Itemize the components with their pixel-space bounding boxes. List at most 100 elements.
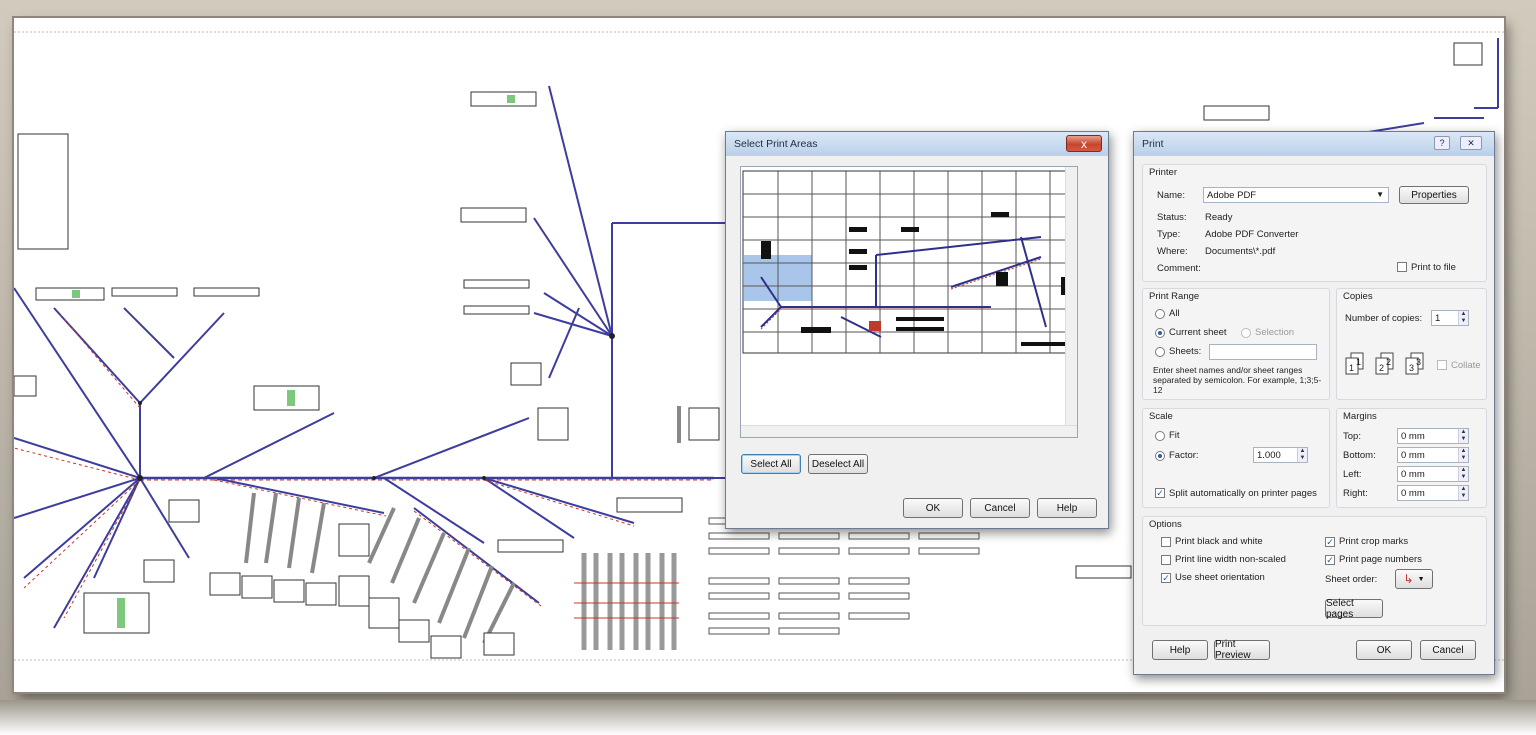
margin-top-input[interactable]: 0 mm ▲▼	[1397, 428, 1469, 444]
connector-bundle	[574, 553, 679, 650]
margin-right-input[interactable]: 0 mm ▲▼	[1397, 485, 1469, 501]
scale-factor-value: 1.000	[1257, 449, 1281, 461]
range-current-sheet-radio[interactable]	[1155, 328, 1165, 338]
black-white-label: Print black and white	[1175, 536, 1263, 547]
print-cancel-button[interactable]: Cancel	[1420, 640, 1476, 660]
range-selection-radio[interactable]	[1241, 328, 1251, 338]
svg-text:2: 2	[1386, 357, 1391, 367]
range-sheets-label: Sheets:	[1169, 346, 1202, 357]
margin-bottom-value: 0 mm	[1401, 449, 1425, 461]
margin-left-spinner[interactable]: ▲▼	[1458, 467, 1468, 481]
print-range-title: Print Range	[1149, 291, 1200, 302]
range-all-label: All	[1169, 308, 1180, 319]
collate-checkbox[interactable]	[1437, 360, 1447, 370]
range-current-sheet-label: Current sheet	[1169, 327, 1227, 338]
range-all-radio[interactable]	[1155, 309, 1165, 319]
scale-fit-label: Fit	[1169, 430, 1180, 441]
sheet-orientation-checkbox[interactable]: ✓	[1161, 573, 1171, 583]
where-label: Where:	[1157, 246, 1188, 257]
print-preview-button[interactable]: Print Preview	[1214, 639, 1270, 661]
margin-bottom-spinner[interactable]: ▲▼	[1458, 448, 1468, 462]
margin-right-label: Right:	[1343, 488, 1368, 499]
preview-horizontal-scrollbar[interactable]	[741, 425, 1077, 437]
copies-number-value: 1	[1435, 312, 1441, 324]
select-areas-ok-button[interactable]: OK	[903, 498, 963, 518]
copies-spinner[interactable]: ▲▼	[1458, 311, 1468, 325]
scale-group: Scale Fit Factor: 1.000 ▲▼ ✓ Split autom…	[1142, 408, 1330, 508]
lower-fan	[213, 477, 635, 604]
svg-text:2: 2	[1379, 363, 1384, 373]
scale-factor-radio[interactable]	[1155, 451, 1165, 461]
range-sheets-radio[interactable]	[1155, 347, 1165, 357]
crop-marks-checkbox[interactable]: ✓	[1325, 537, 1335, 547]
help-icon[interactable]: ?	[1434, 136, 1450, 150]
page-numbers-label: Print page numbers	[1339, 554, 1422, 565]
status-label: Status:	[1157, 212, 1187, 223]
sheet-order-label: Sheet order:	[1325, 574, 1378, 585]
margin-top-spinner[interactable]: ▲▼	[1458, 429, 1468, 443]
scale-fit-radio[interactable]	[1155, 431, 1165, 441]
select-areas-help-button[interactable]: Help	[1037, 498, 1097, 518]
line-width-checkbox[interactable]	[1161, 555, 1171, 565]
print-titlebar[interactable]: Print ? ✕	[1134, 132, 1494, 156]
collate-pages-icon: 11 22 33	[1345, 352, 1424, 375]
preview-vertical-scrollbar[interactable]	[1065, 167, 1077, 437]
margin-right-spinner[interactable]: ▲▼	[1458, 486, 1468, 500]
close-icon[interactable]: ✕	[1460, 136, 1482, 150]
margin-top-value: 0 mm	[1401, 430, 1425, 442]
sheet-order-icon: ↳	[1403, 572, 1414, 586]
margin-top-label: Top:	[1343, 431, 1361, 442]
scale-title: Scale	[1149, 411, 1173, 422]
vertical-connectors	[244, 406, 681, 644]
page-numbers-checkbox[interactable]: ✓	[1325, 555, 1335, 565]
margin-left-label: Left:	[1343, 469, 1362, 480]
chevron-down-icon: ▼	[1417, 575, 1425, 583]
hub-dots	[137, 333, 615, 481]
close-icon[interactable]: x	[1066, 135, 1102, 152]
preview-red-wires	[760, 258, 1042, 330]
range-selection-label: Selection	[1255, 327, 1295, 338]
margin-left-input[interactable]: 0 mm ▲▼	[1397, 466, 1469, 482]
select-print-areas-title: Select Print Areas	[734, 138, 818, 150]
margins-title: Margins	[1343, 411, 1377, 422]
black-white-checkbox[interactable]	[1161, 537, 1171, 547]
print-areas-preview[interactable]	[740, 166, 1078, 438]
print-help-button[interactable]: Help	[1152, 640, 1208, 660]
wiring-schematic	[14, 31, 1504, 661]
print-title: Print	[1142, 138, 1164, 150]
printer-name-value: Adobe PDF	[1207, 189, 1257, 201]
select-areas-cancel-button[interactable]: Cancel	[970, 498, 1030, 518]
select-all-button[interactable]: Select All	[741, 454, 801, 474]
margin-bottom-input[interactable]: 0 mm ▲▼	[1397, 447, 1469, 463]
printer-name-select[interactable]: Adobe PDF ▼	[1203, 187, 1389, 203]
type-label: Type:	[1157, 229, 1181, 240]
sheet-orientation-label: Use sheet orientation	[1175, 572, 1265, 583]
select-pages-button[interactable]: Select pages	[1325, 598, 1383, 620]
status-value: Ready	[1205, 212, 1233, 223]
margin-left-value: 0 mm	[1401, 468, 1425, 480]
sheets-input[interactable]	[1209, 344, 1317, 360]
scale-factor-input[interactable]: 1.000 ▲▼	[1253, 447, 1308, 463]
scale-factor-spinner[interactable]: ▲▼	[1297, 448, 1307, 462]
svg-text:1: 1	[1349, 363, 1354, 373]
frame-shadow	[0, 700, 1536, 735]
print-to-file-checkbox[interactable]	[1397, 262, 1407, 272]
properties-button[interactable]: Properties	[1399, 186, 1469, 204]
sheet-order-dropdown[interactable]: ↳ ▼	[1395, 569, 1433, 589]
print-ok-button[interactable]: OK	[1356, 640, 1412, 660]
svg-text:3: 3	[1409, 363, 1414, 373]
where-value: Documents\*.pdf	[1205, 246, 1276, 257]
select-print-areas-titlebar[interactable]: Select Print Areas x	[726, 132, 1108, 156]
deselect-all-button[interactable]: Deselect All	[808, 454, 868, 474]
component-blocks	[14, 42, 1483, 659]
copies-number-input[interactable]: 1 ▲▼	[1431, 310, 1469, 326]
left-fan-red	[14, 312, 141, 619]
split-pages-checkbox[interactable]: ✓	[1155, 488, 1165, 498]
options-title: Options	[1149, 519, 1182, 530]
crop-marks-label: Print crop marks	[1339, 536, 1409, 547]
line-width-label: Print line width non-scaled	[1175, 554, 1286, 565]
margin-right-value: 0 mm	[1401, 487, 1425, 499]
left-fan	[14, 287, 530, 629]
select-print-areas-dialog: Select Print Areas x	[725, 131, 1109, 529]
split-pages-label: Split automatically on printer pages	[1169, 488, 1317, 499]
